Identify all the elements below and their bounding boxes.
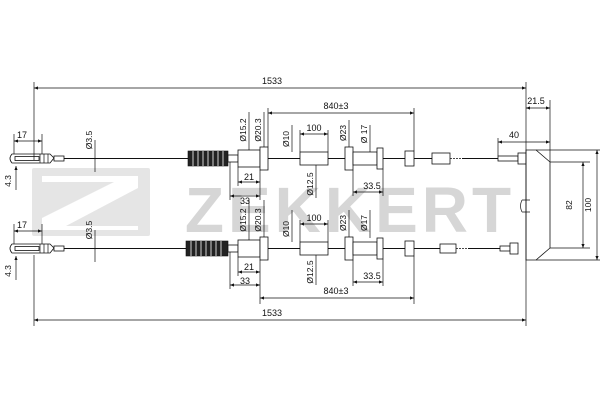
- dim-overall-bottom: 1533: [262, 308, 282, 318]
- dimension-labels: 1533 1533 840±3 840±3 21.5 40 82 100 17 …: [3, 76, 593, 318]
- bottom-end-ferrule: [439, 243, 457, 254]
- bottom-grommet-10: [299, 241, 329, 256]
- top-fitting-203: [259, 146, 269, 171]
- bottom-fitting-17: [404, 240, 415, 257]
- bottom-rubber-boot: [185, 240, 229, 257]
- bottom-d17-label: Ø17: [359, 215, 369, 231]
- top-335-label: 33.5: [363, 181, 381, 191]
- bottom-fitting-152: [237, 239, 261, 258]
- bottom-d203-label: Ø20.3: [253, 208, 263, 231]
- top-d10-label: Ø10: [281, 131, 291, 147]
- top-d125-label: Ø12.5: [305, 172, 315, 195]
- bottom-d23-label: Ø23: [338, 215, 348, 231]
- top-d17-label: Ø 17: [359, 125, 369, 144]
- dim-mid-bottom: 840±3: [324, 286, 349, 296]
- brand-logo: ZEKKERT: [32, 168, 515, 246]
- dim-eye-len-bottom: 17: [17, 220, 27, 230]
- bottom-eye-slot: [14, 246, 40, 251]
- top-fitting-17: [404, 150, 415, 167]
- logo-mark: [32, 168, 150, 236]
- dim-cable-dia-top: Ø3.5: [84, 131, 94, 150]
- bottom-100-label: 100: [306, 213, 321, 223]
- top-eye-slot: [14, 156, 40, 161]
- dim-bracket-100: 100: [583, 198, 593, 212]
- dim-eye-w-bottom: 4.3: [3, 265, 13, 277]
- dim-mid-top: 840±3: [324, 101, 349, 111]
- bottom-cable-assembly: [9, 236, 519, 261]
- bottom-d10-label: Ø10: [281, 221, 291, 237]
- top-33-label: 33: [240, 196, 250, 206]
- top-100-label: 100: [306, 123, 321, 133]
- top-grommet-10: [299, 151, 329, 166]
- top-21-label: 21: [244, 172, 254, 182]
- top-cable-assembly: [9, 146, 527, 171]
- top-d152-label: Ø15.2: [238, 118, 248, 141]
- top-grommet-23: [344, 146, 354, 171]
- dim-eye-len-top: 17: [17, 130, 27, 140]
- top-d203-label: Ø20.3: [253, 118, 263, 141]
- dim-cable-dia-bottom: Ø3.5: [84, 221, 94, 240]
- dim-right-offset: 21.5: [527, 96, 545, 106]
- bottom-fitting-203: [259, 236, 269, 261]
- bottom-d125-label: Ø12.5: [305, 260, 315, 283]
- dim-bracket-width: 40: [509, 130, 519, 140]
- bottom-33-label: 33: [240, 276, 250, 286]
- dim-eye-w-top: 4.3: [3, 175, 13, 187]
- bottom-grommet-23: [344, 236, 354, 261]
- top-d23-label: Ø23: [338, 125, 348, 141]
- top-eye-sleeve: [53, 155, 65, 162]
- dim-overall-top: 1533: [262, 76, 282, 86]
- top-fitting-152: [237, 149, 261, 168]
- mounting-bracket: [520, 149, 551, 261]
- dimension-lines: [13, 82, 600, 326]
- dim-bracket-82: 82: [564, 200, 574, 210]
- bottom-d152-label: Ø15.2: [238, 208, 248, 231]
- top-end-ferrule: [431, 152, 451, 165]
- bottom-335-label: 33.5: [363, 271, 381, 281]
- bottom-21-label: 21: [244, 262, 254, 272]
- logo-text: ZEKKERT: [185, 174, 515, 246]
